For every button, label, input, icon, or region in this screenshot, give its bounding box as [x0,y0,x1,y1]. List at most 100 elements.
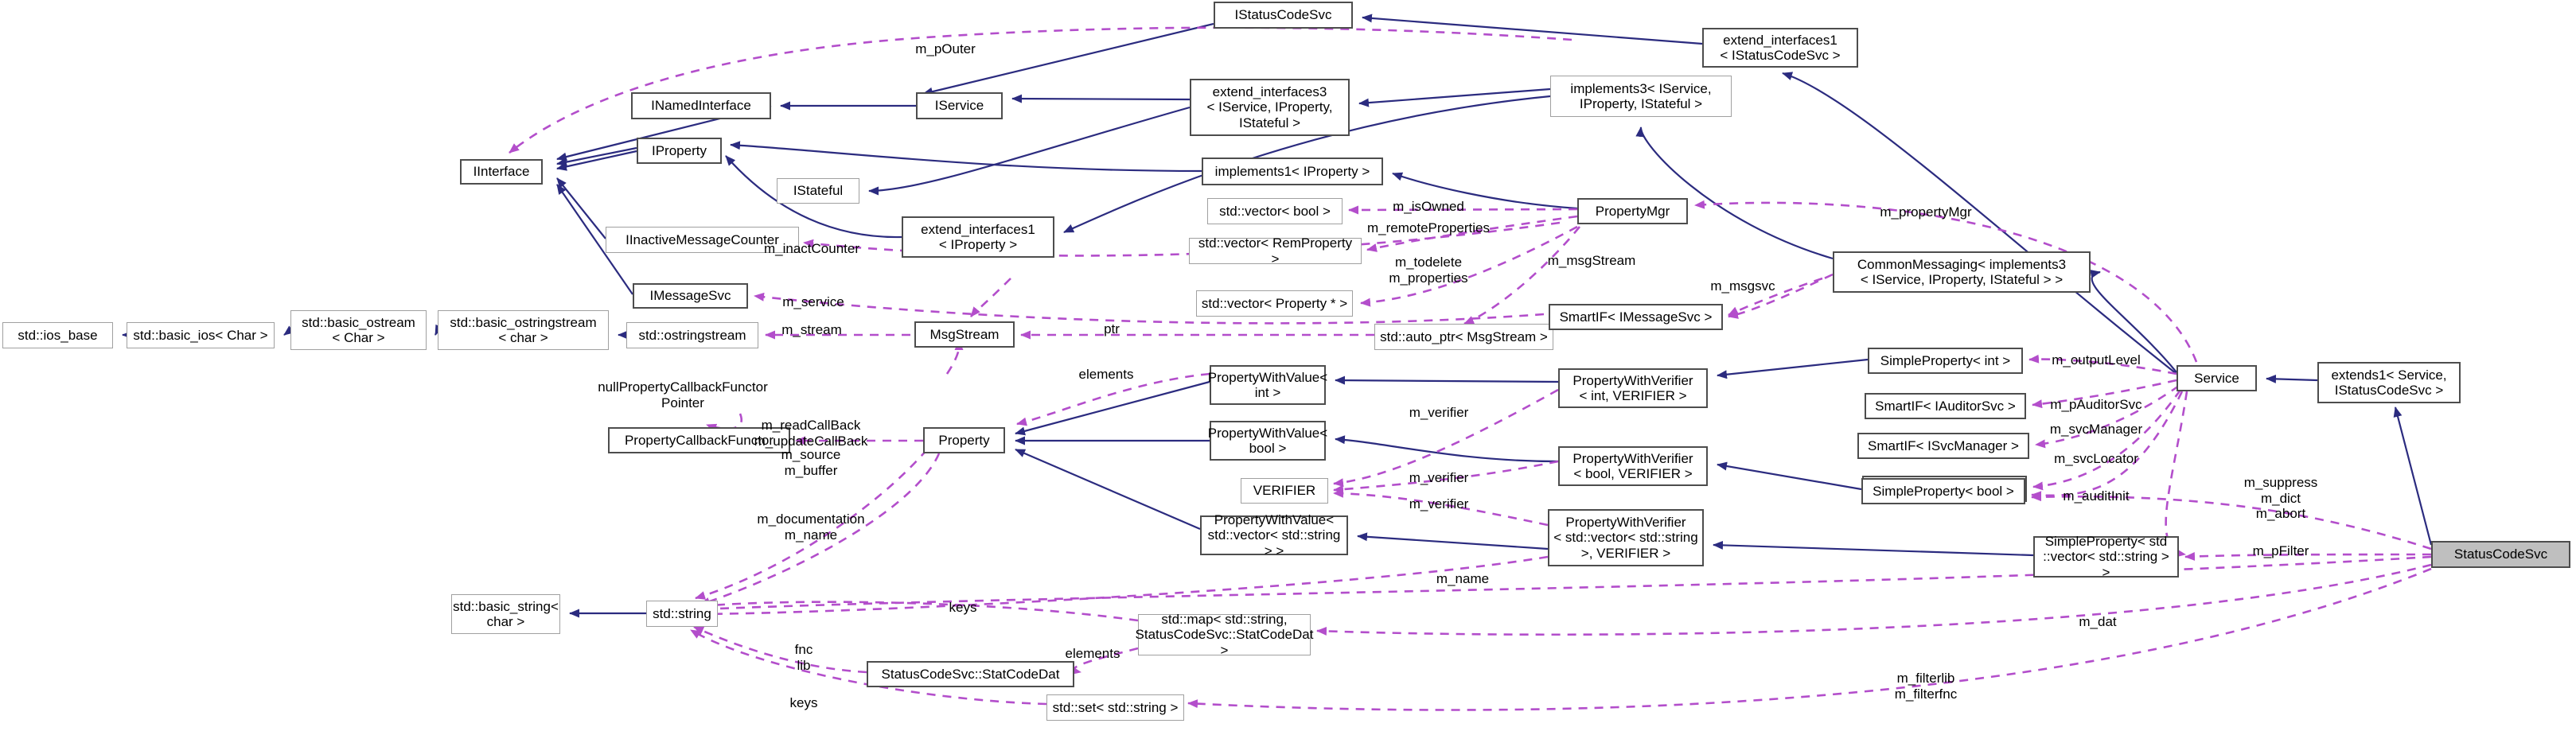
class-node-IStateful[interactable]: IStateful [777,178,859,204]
class-node-label: IStatusCodeSvc [1234,7,1332,23]
class-node-SmartIF_IMessageSvc[interactable]: SmartIF< IMessageSvc > [1549,304,1723,330]
class-node-INamedInterface[interactable]: INamedInterface [631,92,771,119]
class-node-label: std::vector< bool > [1219,203,1331,219]
edge-label-m_propertyMgr: m_propertyMgr [1880,204,1972,220]
class-node-PropertyWithVerifier_vec[interactable]: PropertyWithVerifier < std::vector< std:… [1548,509,1704,566]
class-node-SimpleProperty_int[interactable]: SimpleProperty< int > [1868,348,2023,374]
class-node-map_string_StatCodeDat[interactable]: std::map< std::string, StatusCodeSvc::St… [1136,612,1314,657]
class-node-extend_interfaces1_IProp[interactable]: extend_interfaces1 < IProperty > [902,216,1054,258]
class-node-label: std::ostringstream [638,327,746,343]
class-node-basic_ostringstream_char[interactable]: std::basic_ostringstream < char > [438,310,609,350]
class-node-vector_RemProperty[interactable]: std::vector< RemProperty > [1189,235,1362,266]
class-node-label: PropertyMgr [1595,203,1670,219]
class-node-StatCodeDat[interactable]: StatusCodeSvc::StatCodeDat [867,661,1074,687]
class-node-IProperty[interactable]: IProperty [637,138,722,164]
class-node-label: PropertyWithVerifier < std::vector< std:… [1553,515,1698,561]
edge-label-m_verifier_2: m_verifier [1409,470,1469,485]
edge-label-m_outputLevel: m_outputLevel [2052,352,2141,368]
class-node-label: IService [934,98,984,114]
class-node-MsgStream[interactable]: MsgStream [914,321,1015,348]
class-node-label: PropertyWithValue< bool > [1207,425,1328,456]
class-node-string[interactable]: std::string [646,601,718,627]
edge-label-m_msgsvc: m_msgsvc [1710,278,1775,294]
class-node-label: std::vector< Property * > [1201,295,1348,311]
class-node-vector_Property_ptr[interactable]: std::vector< Property * > [1196,290,1353,317]
class-node-basic_ostream_Char[interactable]: std::basic_ostream < Char > [290,310,427,350]
edge-label-m_pAuditorSvc: m_pAuditorSvc [2050,397,2142,412]
class-node-label: std::set< std::string > [1052,699,1179,715]
class-node-PropertyWithValue_bool[interactable]: PropertyWithValue< bool > [1207,421,1328,461]
class-node-label: implements3< IService, IProperty, IState… [1570,80,1712,111]
inheritance-edges [122,14,2433,618]
edge-label-m_remoteProperties: m_remoteProperties [1366,220,1491,235]
class-node-extend_interfaces1_ISCS[interactable]: extend_interfaces1 < IStatusCodeSvc > [1702,28,1858,68]
class-node-set_string[interactable]: std::set< std::string > [1046,694,1184,721]
class-node-StatusCodeSvc[interactable]: StatusCodeSvc [2431,541,2570,568]
class-node-Property[interactable]: Property [923,427,1005,453]
edge-label-keys_bottom: keys [789,695,818,710]
edge-label-m_service: m_service [782,294,844,309]
class-node-SmartIF_ISvcManager[interactable]: SmartIF< ISvcManager > [1857,433,2029,459]
class-node-IService[interactable]: IService [916,92,1003,119]
class-node-label: StatusCodeSvc [2453,546,2548,562]
edge-label-m_stream: m_stream [781,322,842,337]
edge-label-m_verifier_3: m_verifier [1409,496,1469,511]
edge-label-nullPtrCallback: nullPropertyCallbackFunctor Pointer [598,379,768,410]
class-node-PropertyWithVerifier_bool[interactable]: PropertyWithVerifier < bool, VERIFIER > [1558,446,1708,486]
class-node-IStatusCodeSvc[interactable]: IStatusCodeSvc [1214,2,1353,29]
class-node-basic_string_char[interactable]: std::basic_string< char > [451,594,560,634]
class-node-Service[interactable]: Service [2177,365,2257,391]
class-node-VERIFIER[interactable]: VERIFIER [1241,478,1328,504]
class-node-PropertyCallbackFunctor[interactable]: PropertyCallbackFunctor [608,427,790,453]
edge-label-m_verifier_1: m_verifier [1409,405,1469,420]
class-node-extends1_Service_ISCS[interactable]: extends1< Service, IStatusCodeSvc > [2317,362,2461,403]
class-node-auto_ptr_MsgStream[interactable]: std::auto_ptr< MsgStream > [1374,324,1553,350]
class-node-label: PropertyWithVerifier < bool, VERIFIER > [1572,450,1693,481]
class-node-ios_base[interactable]: std::ios_base [2,322,113,348]
class-node-label: std::basic_string< char > [453,598,559,629]
class-node-PropertyWithValue_vecstr[interactable]: PropertyWithValue< std::vector< std::str… [1200,512,1348,558]
class-node-ostringstream[interactable]: std::ostringstream [626,322,758,348]
class-node-label: MsgStream [929,326,1000,342]
class-node-CommonMessaging[interactable]: CommonMessaging< implements3 < IService,… [1833,251,2091,293]
class-node-label: std::string [653,605,711,621]
class-node-extend_interfaces3[interactable]: extend_interfaces3 < IService, IProperty… [1190,79,1350,136]
edge-label-m_isOwned: m_isOwned [1393,199,1464,214]
class-node-label: PropertyWithValue< std::vector< std::str… [1207,512,1341,558]
class-node-SimpleProperty_vecstr[interactable]: SimpleProperty< std ::vector< std::strin… [2033,534,2179,580]
class-node-label: PropertyCallbackFunctor [624,432,774,448]
class-node-label: IInterface [473,164,530,180]
class-node-SmartIF_IAuditorSvc[interactable]: SmartIF< IAuditorSvc > [1865,393,2026,419]
class-node-SimpleProperty_bool[interactable]: SimpleProperty< bool > [1861,478,2025,504]
class-node-label: extends1< Service, IStatusCodeSvc > [2331,367,2447,398]
class-node-label: SimpleProperty< bool > [1873,483,2014,499]
class-node-label: SmartIF< ISvcManager > [1868,438,2019,453]
class-node-IInactiveMessageCounter[interactable]: IInactiveMessageCounter [606,227,799,253]
edge-label-m_svcManager: m_svcManager [2049,422,2143,437]
class-node-label: implements1< IProperty > [1214,163,1370,179]
class-node-PropertyWithVerifier_int[interactable]: PropertyWithVerifier < int, VERIFIER > [1558,368,1708,408]
class-node-label: IStateful [793,183,844,199]
class-node-IInterface[interactable]: IInterface [460,159,543,185]
class-node-label: IMessageSvc [649,288,731,304]
class-node-PropertyWithValue_int[interactable]: PropertyWithValue< int > [1207,365,1328,405]
class-node-label: Service [2194,370,2239,386]
class-node-label: SmartIF< IMessageSvc > [1559,309,1713,325]
class-node-IMessageSvc[interactable]: IMessageSvc [633,283,748,309]
edge-label-elements_bottom: elements [1065,646,1120,661]
class-node-label: std::basic_ostringstream < char > [450,314,597,345]
class-node-implements3_ISvcIPropISt[interactable]: implements3< IService, IProperty, IState… [1550,76,1732,117]
class-node-implements1_IProperty[interactable]: implements1< IProperty > [1202,158,1383,185]
edge-label-m_documentation: m_documentation m_name [757,511,865,543]
class-node-label: IInactiveMessageCounter [625,231,779,247]
class-node-basic_ios_Char[interactable]: std::basic_ios< Char > [127,322,275,348]
class-node-label: PropertyWithValue< int > [1207,369,1328,400]
class-node-label: Property [938,432,990,448]
class-node-PropertyMgr[interactable]: PropertyMgr [1577,198,1688,224]
class-node-label: extend_interfaces1 < IProperty > [921,221,1035,252]
class-node-vector_bool[interactable]: std::vector< bool > [1207,198,1343,224]
class-node-label: std::auto_ptr< MsgStream > [1380,329,1548,344]
class-node-label: StatusCodeSvc::StatCodeDat [881,666,1060,682]
edge-label-m_auditInit: m_auditInit [2063,488,2130,504]
class-node-label: extend_interfaces3 < IService, IProperty… [1206,84,1333,130]
